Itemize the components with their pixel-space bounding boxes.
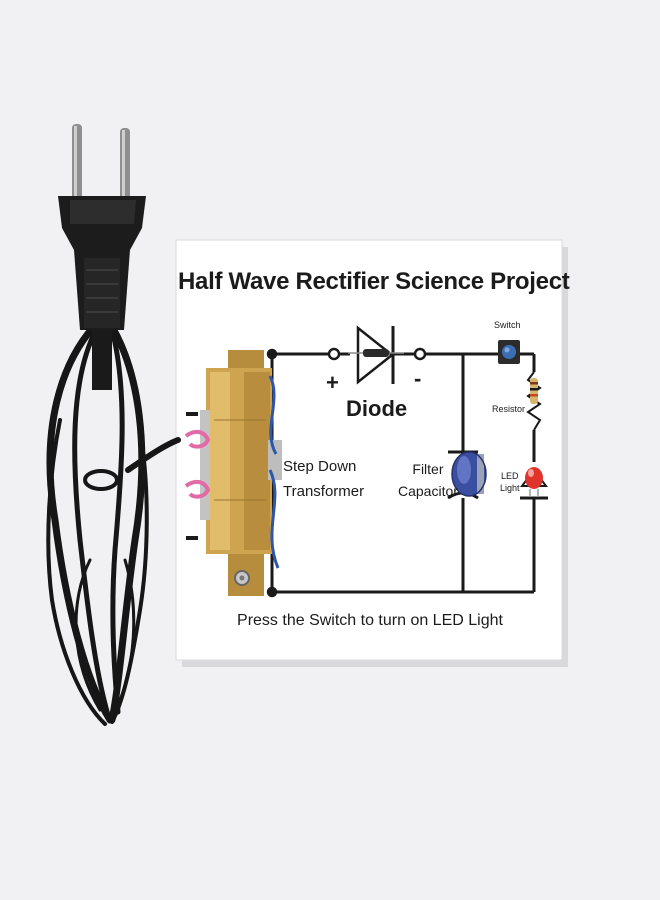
transformer-icon bbox=[184, 350, 282, 596]
power-cable bbox=[46, 316, 181, 726]
resistor-label: Resistor bbox=[492, 404, 526, 414]
capacitor-label-line-2: Capacitor bbox=[398, 483, 458, 499]
instruction-text: Press the Switch to turn on LED Light bbox=[237, 612, 503, 629]
led-label: LED Light bbox=[500, 470, 520, 494]
page-title: Half Wave Rectifier Science Project bbox=[178, 268, 570, 295]
diode-icon bbox=[348, 325, 404, 385]
diode-label: Diode bbox=[346, 396, 408, 421]
capacitor-icon bbox=[447, 450, 487, 500]
resistor-icon bbox=[526, 371, 542, 431]
primary-terminals bbox=[186, 412, 198, 540]
switch-label: Switch bbox=[494, 320, 521, 330]
led-label-line-2: Light bbox=[500, 483, 520, 493]
diode-plus-sign: + bbox=[326, 370, 339, 395]
capacitor-label: Filter Capacitor bbox=[398, 458, 458, 502]
led-icon bbox=[520, 467, 548, 500]
transformer-label-line-1: Step Down bbox=[283, 458, 357, 475]
power-plug bbox=[58, 124, 146, 390]
led-label-line-1: LED bbox=[501, 471, 519, 481]
transformer-label-line-2: Transformer bbox=[283, 483, 365, 500]
transformer-label: Step Down Transformer bbox=[283, 454, 364, 504]
capacitor-label-line-1: Filter bbox=[412, 461, 444, 477]
switch-icon bbox=[498, 340, 520, 364]
diode-minus-sign: - bbox=[414, 366, 422, 391]
terminal-dots bbox=[266, 347, 427, 598]
